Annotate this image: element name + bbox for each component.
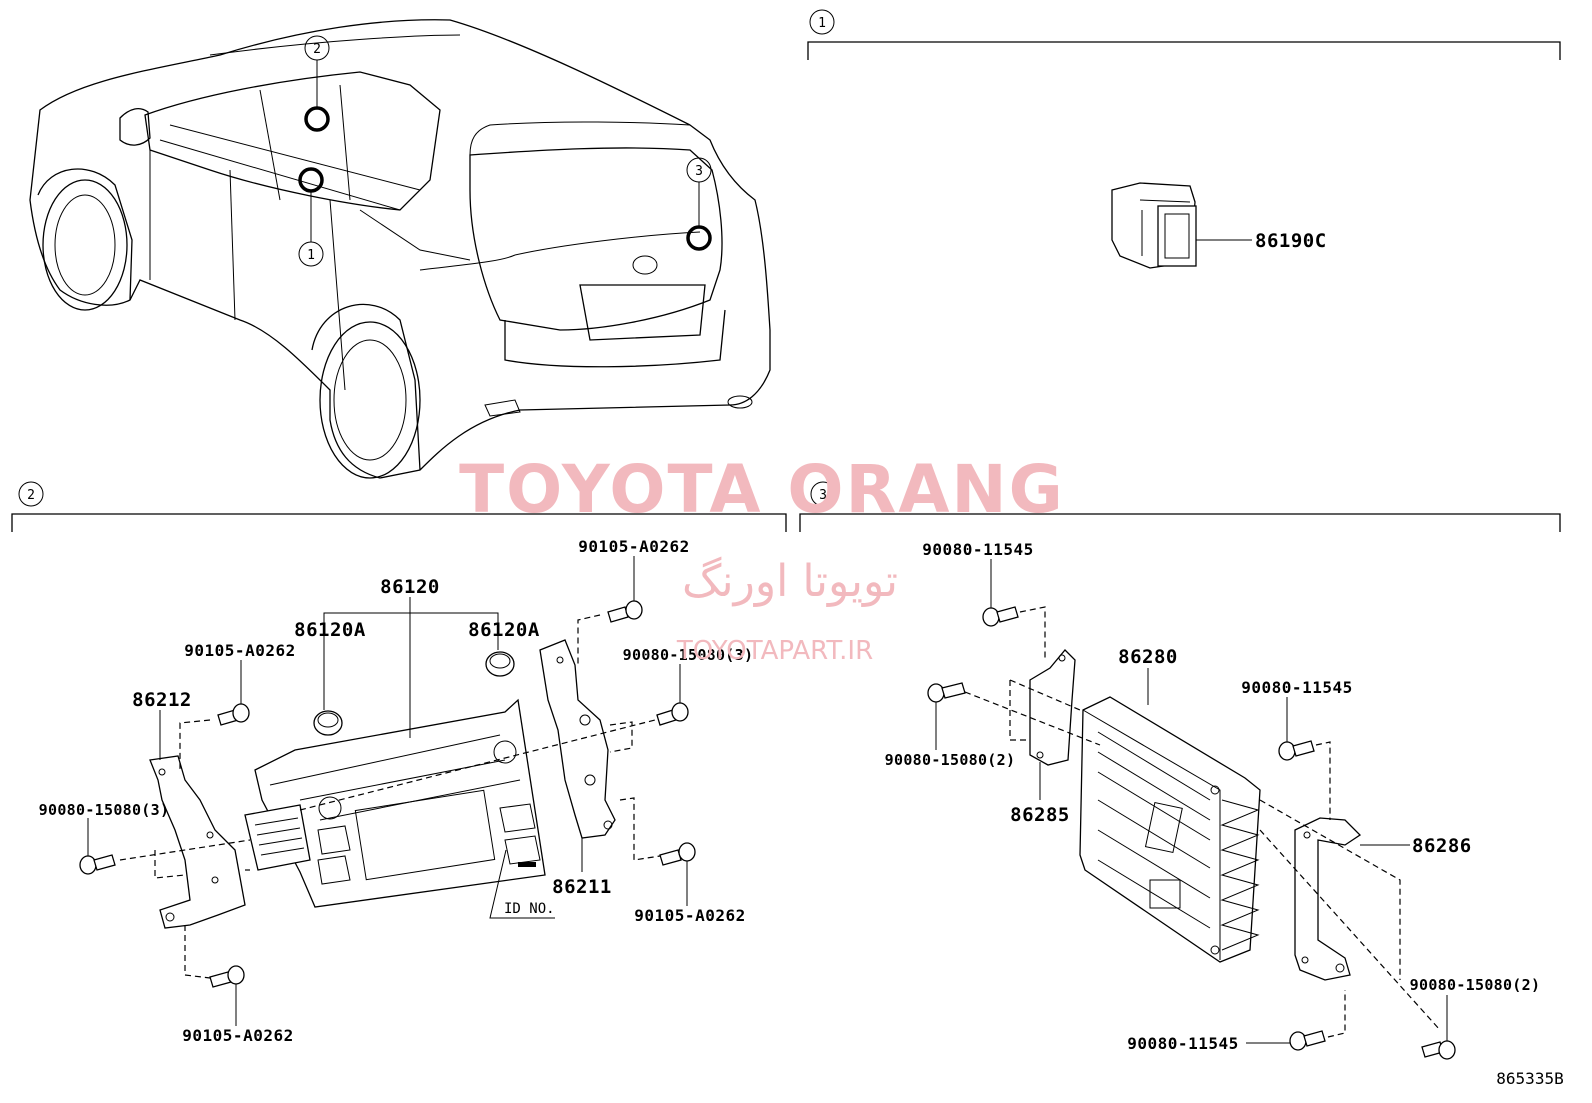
svg-text:1: 1 (818, 16, 826, 31)
vehicle-illustration (29, 19, 771, 479)
svg-text:2: 2 (27, 488, 35, 503)
bracket-86285 (1029, 649, 1076, 766)
section-1-header: 1 (807, 9, 1561, 60)
car-callout-2: 2 (304, 35, 330, 61)
label-86280: 86280 (1118, 646, 1178, 668)
label-90105-a0262-top-left: 90105-A0262 (184, 641, 295, 660)
label-90105-a0262-bottom-left: 90105-A0262 (182, 1026, 293, 1045)
bracket-86212 (149, 755, 246, 929)
watermark: TOYOTA ORANG تویوتا اورنگ TOYOTAPART.IR (459, 451, 1065, 666)
bolt-90105-bottom-right (659, 842, 696, 906)
section-2-header: 2 (11, 481, 787, 532)
label-90080-11545-top: 90080-11545 (922, 540, 1033, 559)
label-86286: 86286 (1412, 835, 1472, 857)
bracket-86211 (539, 639, 616, 839)
bolt-90105-bottom-left (209, 965, 245, 1026)
watermark-site: TOYOTAPART.IR (676, 636, 873, 666)
watermark-brand-fa: تویوتا اورنگ (682, 556, 898, 607)
label-86285: 86285 (1010, 804, 1070, 826)
bolt-90080-15080-left-s3 (927, 682, 966, 750)
bolt-90080-15080-right-s3 (1421, 995, 1456, 1060)
label-86120a-left: 86120A (294, 619, 366, 641)
knob-86120a-left (313, 710, 343, 736)
label-86211: 86211 (552, 876, 612, 898)
amplifier-86280 (1079, 696, 1261, 963)
label-90080-15080-2-right: 90080-15080(2) (1410, 976, 1541, 994)
label-86120a-right: 86120A (468, 619, 540, 641)
figure-id: 865335B (1496, 1069, 1563, 1088)
svg-text:3: 3 (695, 164, 703, 179)
label-90080-11545-bottom: 90080-11545 (1127, 1034, 1238, 1053)
assembly-lines-section-2 (119, 614, 661, 979)
bracket-86286 (1294, 817, 1362, 981)
switch-86190c (1111, 182, 1252, 269)
leader-86120-bracket (323, 612, 499, 710)
bolt-90080-11545-right (1278, 697, 1315, 761)
label-90080-15080-3-left: 90080-15080(3) (39, 801, 170, 819)
svg-text:2: 2 (313, 42, 321, 57)
id-no-leader (489, 849, 555, 919)
svg-text:3: 3 (819, 488, 827, 503)
bolt-90105-top-right (607, 556, 643, 623)
bolt-90080-11545-top (982, 559, 1019, 627)
watermark-brand: TOYOTA ORANG (459, 451, 1065, 528)
svg-text:1: 1 (307, 248, 315, 263)
label-86212: 86212 (132, 689, 192, 711)
label-90105-a0262-bottom-right: 90105-A0262 (634, 906, 745, 925)
car-callout-3: 3 (686, 157, 712, 183)
label-90080-11545-right: 90080-11545 (1241, 678, 1352, 697)
bolt-90080-15080-right (656, 664, 689, 726)
label-86190c: 86190C (1255, 230, 1327, 252)
label-90080-15080-3-right: 90080-15080(3) (623, 646, 754, 664)
label-90080-15080-2-left: 90080-15080(2) (885, 751, 1016, 769)
assembly-lines-section-3 (964, 606, 1441, 1038)
bolt-90080-11545-bottom (1246, 1030, 1326, 1051)
section-3-header: 3 (799, 481, 1561, 532)
knob-86120a-right (485, 651, 515, 677)
label-90105-a0262-top-right: 90105-A0262 (578, 537, 689, 556)
radio-head-unit (244, 698, 546, 908)
bolt-90105-top-left (217, 660, 250, 726)
bolt-90080-15080-left (79, 818, 116, 875)
label-id-no: ID NO. (504, 901, 555, 917)
label-86120: 86120 (380, 576, 440, 598)
car-callout-1: 1 (298, 241, 324, 267)
